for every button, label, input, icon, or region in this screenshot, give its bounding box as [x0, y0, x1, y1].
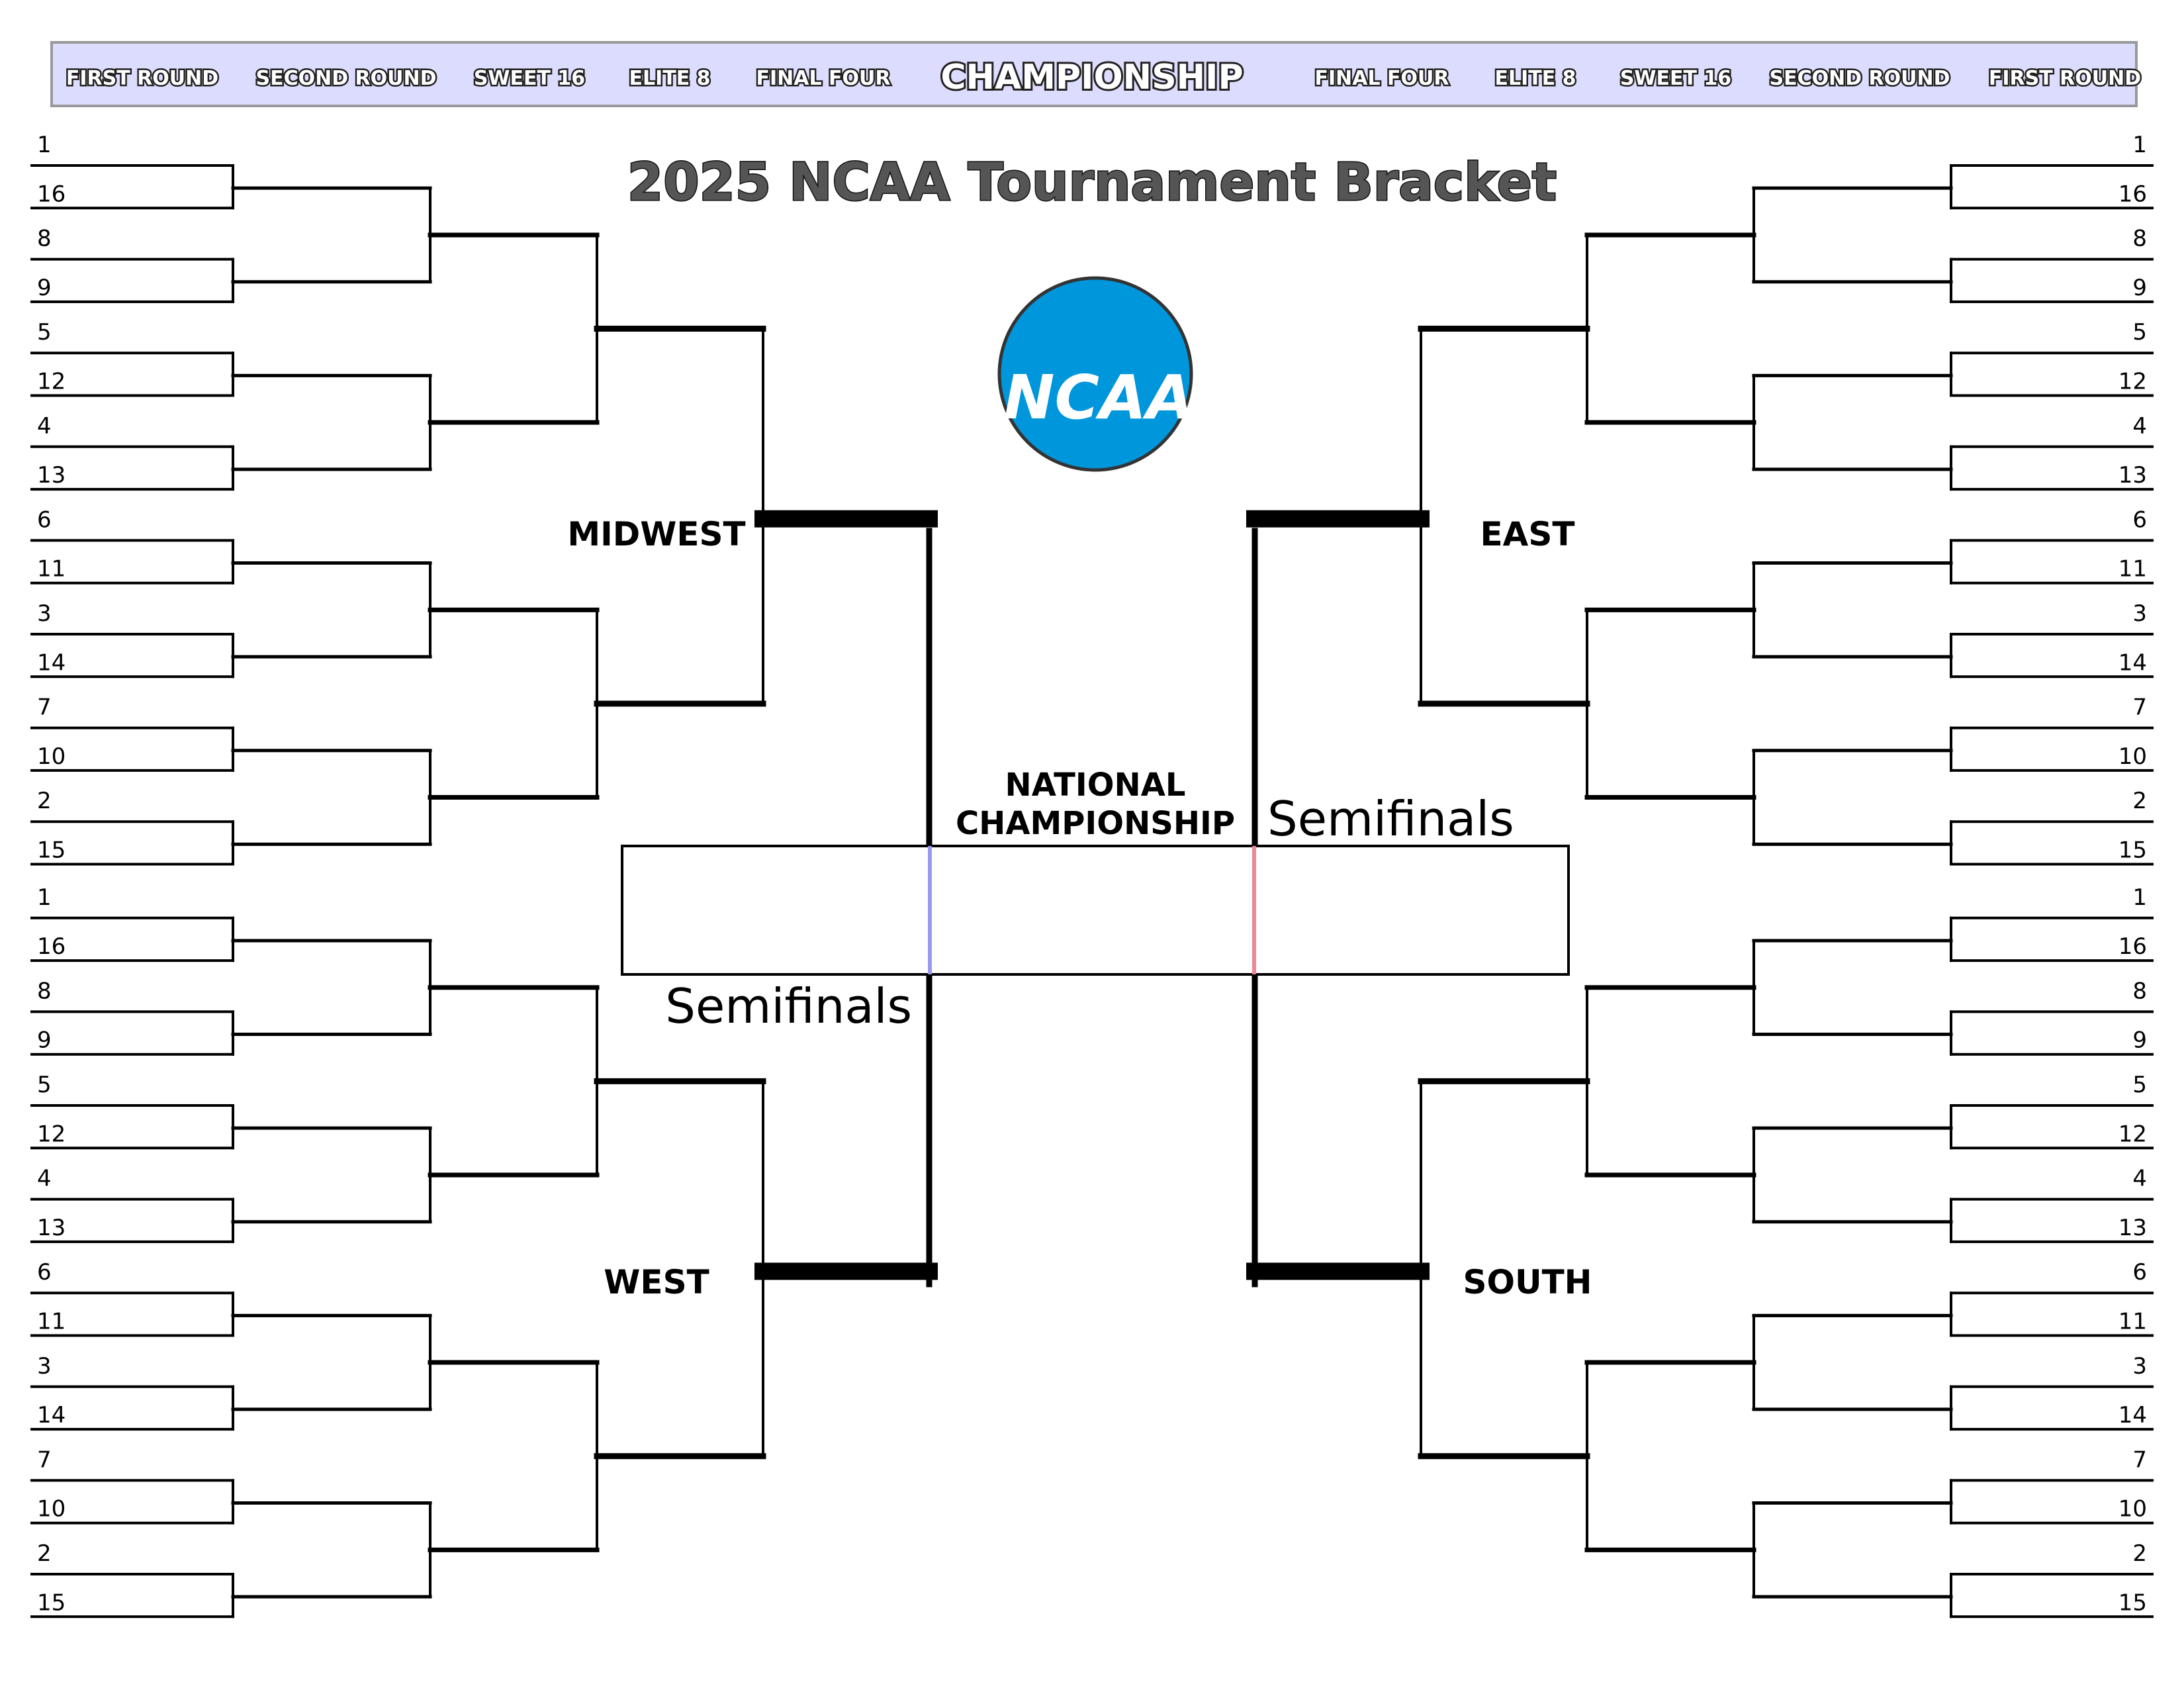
national-championship-line1: NATIONAL — [1005, 767, 1186, 804]
right-seed-label: 14 — [2118, 649, 2147, 676]
left-seed-label: 8 — [37, 226, 52, 252]
right-seed-label: 6 — [2132, 1259, 2147, 1286]
left-seed-label: 4 — [37, 413, 52, 440]
right-seed-label: 11 — [2118, 1309, 2147, 1335]
round-label-elite-left: ELITE 8 — [629, 67, 710, 90]
left-seed-label: 3 — [37, 1353, 52, 1380]
left-seed-label: 5 — [37, 319, 52, 346]
region-west-label: WEST — [604, 1263, 709, 1301]
seed-labels: 1168951241361131471021511689512413611314… — [37, 132, 2147, 1616]
bracket-lines — [30, 164, 2154, 1618]
right-seed-label: 5 — [2132, 319, 2147, 346]
left-seed-label: 13 — [37, 1215, 66, 1241]
page-title: 2025 NCAA Tournament Bracket — [627, 153, 1557, 212]
left-seed-label: 10 — [37, 1496, 66, 1523]
round-label-second-right: SECOND ROUND — [1769, 67, 1950, 90]
left-seed-label: 12 — [37, 369, 66, 395]
ncaa-logo-text: NCAA — [1004, 362, 1194, 433]
left-seed-label: 5 — [37, 1072, 52, 1098]
right-seed-label: 2 — [2132, 788, 2147, 814]
left-seed-label: 12 — [37, 1121, 66, 1147]
right-seed-label: 8 — [2132, 978, 2147, 1004]
left-seed-label: 7 — [37, 694, 52, 721]
round-label-championship: CHAMPIONSHIP — [940, 58, 1243, 97]
right-seed-label: 14 — [2118, 1402, 2147, 1429]
left-seed-label: 4 — [37, 1166, 52, 1192]
right-seed-label: 1 — [2132, 132, 2147, 158]
left-seed-label: 1 — [37, 884, 52, 911]
championship-box — [621, 845, 1570, 976]
left-seed-label: 15 — [37, 1589, 66, 1616]
left-seed-label: 16 — [37, 933, 66, 960]
semifinals-label-left: Semifinals — [665, 978, 912, 1034]
round-label-sweet-right: SWEET 16 — [1620, 67, 1731, 90]
left-seed-label: 8 — [37, 978, 52, 1004]
left-seed-label: 14 — [37, 1402, 66, 1429]
round-label-elite-right: ELITE 8 — [1494, 67, 1576, 90]
round-label-first-right: FIRST ROUND — [1989, 67, 2141, 90]
left-seed-label: 2 — [37, 788, 52, 814]
right-seed-label: 5 — [2132, 1072, 2147, 1098]
right-seed-label: 16 — [2118, 181, 2147, 207]
right-seed-label: 7 — [2132, 1446, 2147, 1473]
right-seed-label: 16 — [2118, 933, 2147, 960]
right-seed-label: 4 — [2132, 1166, 2147, 1192]
left-seed-label: 3 — [37, 600, 52, 627]
left-seed-label: 9 — [37, 1027, 52, 1054]
right-seed-label: 11 — [2118, 556, 2147, 583]
left-seed-label: 2 — [37, 1540, 52, 1567]
left-seed-label: 16 — [37, 181, 66, 207]
round-label-sweet-left: SWEET 16 — [474, 67, 585, 90]
round-label-second-left: SECOND ROUND — [255, 67, 436, 90]
round-label-first-left: FIRST ROUND — [66, 67, 218, 90]
left-seed-label: 7 — [37, 1446, 52, 1473]
right-seed-label: 7 — [2132, 694, 2147, 721]
left-seed-label: 9 — [37, 275, 52, 301]
region-east-label: EAST — [1480, 515, 1575, 553]
left-seed-label: 6 — [37, 506, 52, 533]
right-seed-label: 15 — [2118, 837, 2147, 864]
left-seed-label: 1 — [37, 132, 52, 158]
right-seed-label: 9 — [2132, 275, 2147, 301]
right-seed-label: 13 — [2118, 462, 2147, 489]
right-seed-label: 12 — [2118, 1121, 2147, 1147]
right-seed-label: 10 — [2118, 1496, 2147, 1523]
round-label-final-four-right: FINAL FOUR — [1315, 67, 1449, 90]
left-seed-label: 13 — [37, 462, 66, 489]
region-south-label: SOUTH — [1463, 1263, 1592, 1301]
rounds-header: FIRST ROUND SECOND ROUND SWEET 16 ELITE … — [50, 41, 2143, 107]
right-seed-label: 4 — [2132, 413, 2147, 440]
left-seed-label: 11 — [37, 556, 66, 583]
left-seed-label: 14 — [37, 649, 66, 676]
semifinals-label-right: Semifinals — [1267, 791, 1514, 847]
rounds-header-bar — [50, 41, 2138, 107]
round-label-final-four-left: FINAL FOUR — [756, 67, 891, 90]
ncaa-logo-circle — [997, 276, 1193, 472]
right-seed-label: 2 — [2132, 1540, 2147, 1567]
championship-center: NATIONAL CHAMPIONSHIP Semifinals Semifin… — [621, 767, 1570, 1034]
right-seed-label: 3 — [2132, 600, 2147, 627]
right-seed-label: 8 — [2132, 226, 2147, 252]
left-seed-label: 15 — [37, 837, 66, 864]
left-seed-label: 11 — [37, 1309, 66, 1335]
right-seed-label: 3 — [2132, 1353, 2147, 1380]
left-seed-label: 10 — [37, 743, 66, 770]
national-championship-line2: CHAMPIONSHIP — [956, 805, 1235, 842]
region-midwest-label: MIDWEST — [567, 515, 745, 553]
right-seed-label: 1 — [2132, 884, 2147, 911]
right-seed-label: 10 — [2118, 743, 2147, 770]
left-seed-label: 6 — [37, 1259, 52, 1286]
right-seed-label: 12 — [2118, 369, 2147, 395]
right-seed-label: 15 — [2118, 1589, 2147, 1616]
right-seed-label: 13 — [2118, 1215, 2147, 1241]
ncaa-logo: NCAA — [997, 276, 1194, 472]
right-seed-label: 6 — [2132, 506, 2147, 533]
right-seed-label: 9 — [2132, 1027, 2147, 1054]
